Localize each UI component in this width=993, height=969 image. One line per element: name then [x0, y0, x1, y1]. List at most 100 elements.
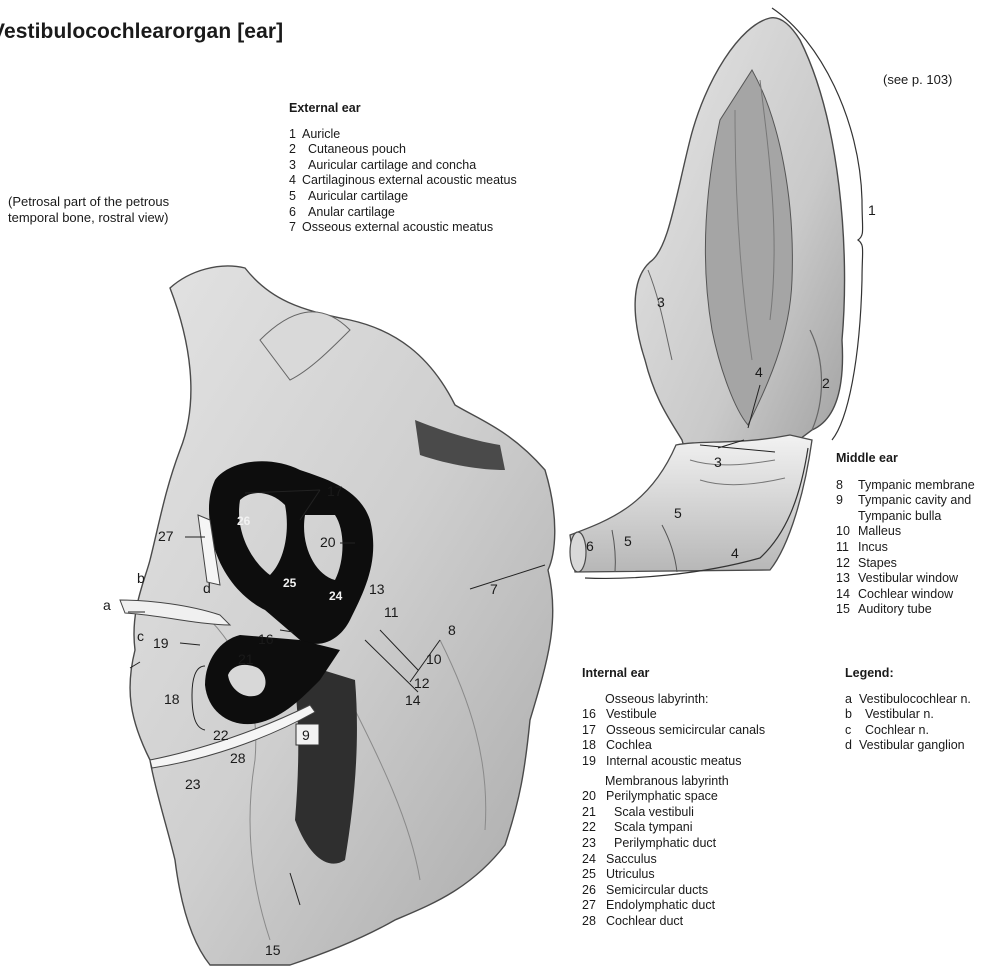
- legend-entry-continuation: Tympanic bulla: [836, 509, 975, 525]
- external-ear-list: 1Auricle2Cutaneous pouch3Auricular carti…: [289, 127, 517, 236]
- figure-label: 12: [414, 675, 430, 691]
- legend-entry-label: Semicircular ducts: [606, 883, 708, 899]
- legend-entry-label: Tympanic membrane: [858, 478, 975, 494]
- legend-entry-label: Tympanic cavity and: [858, 493, 971, 509]
- legend-entry: 22Scala tympani: [582, 820, 765, 836]
- figure-label: 21: [238, 651, 254, 667]
- legend-entry-number: 12: [836, 556, 858, 572]
- legend-entry: 28Cochlear duct: [582, 914, 765, 930]
- legend-entry-label: Cartilaginous external acoustic meatus: [302, 173, 517, 189]
- legend-entry-number: 19: [582, 754, 606, 770]
- legend-entry-label: Auricular cartilage and concha: [302, 158, 476, 174]
- legend-entry-number: 15: [836, 602, 858, 618]
- figure-label: 19: [153, 635, 169, 651]
- figure-label: b: [137, 570, 145, 586]
- figure-label: a: [103, 597, 111, 613]
- figure-label: 9: [302, 727, 310, 743]
- legend-entry-label: Scala tympani: [606, 820, 693, 836]
- legend-entry-label: Cochlear window: [858, 587, 953, 603]
- figure-label: c: [137, 628, 144, 644]
- figure-label: 15: [265, 942, 281, 958]
- legend-entry-number: 1: [289, 127, 302, 143]
- membranous-labyrinth-heading: Membranous labyrinth: [582, 774, 765, 790]
- legend-entry-number: 4: [289, 173, 302, 189]
- legend-entry-label: Sacculus: [606, 852, 657, 868]
- legend-entry-label: Incus: [858, 540, 888, 556]
- figure-label: 28: [230, 750, 246, 766]
- legend-entry-label: Cutaneous pouch: [302, 142, 406, 158]
- middle-ear-heading: Middle ear: [836, 451, 975, 467]
- legend-entry-label: Cochlear n.: [859, 723, 929, 739]
- legend-entry: 12Stapes: [836, 556, 975, 572]
- legend-entry-number: 13: [836, 571, 858, 587]
- legend-entry-number: 24: [582, 852, 606, 868]
- legend-entry: 26Semicircular ducts: [582, 883, 765, 899]
- legend-entry-label: Vestibular n.: [859, 707, 934, 723]
- figure-label: 26: [237, 514, 251, 528]
- legend-entry-number: d: [845, 738, 859, 754]
- legend-entry: 8Tympanic membrane: [836, 478, 975, 494]
- legend-entry-label: Osseous external acoustic meatus: [302, 220, 493, 236]
- legend-entry-number: 2: [289, 142, 302, 158]
- legend-entry-number: 17: [582, 723, 606, 739]
- figure-label: 14: [405, 692, 421, 708]
- nerve-legend-heading: Legend:: [845, 666, 971, 682]
- legend-entry-label: Perilymphatic duct: [606, 836, 716, 852]
- figure-label: 6: [586, 538, 594, 554]
- legend-entry-number: 5: [289, 189, 302, 205]
- legend-entry-label: Tympanic bulla: [858, 509, 941, 525]
- figure-label: 3: [657, 294, 665, 310]
- figure-label: 3: [714, 454, 722, 470]
- figure-label: 23: [185, 776, 201, 792]
- figure-label: 4: [731, 545, 739, 561]
- legend-entry-label: Auricle: [302, 127, 340, 143]
- legend-entry-number: 21: [582, 805, 606, 821]
- legend-entry-label: Anular cartilage: [302, 205, 395, 221]
- legend-entry-label: Scala vestibuli: [606, 805, 694, 821]
- figure-label: 7: [490, 581, 498, 597]
- figure-label: 10: [426, 651, 442, 667]
- legend-entry-label: Internal acoustic meatus: [606, 754, 742, 770]
- legend-entry-number: a: [845, 692, 859, 708]
- legend-entry-number: 6: [289, 205, 302, 221]
- legend-entry-number: 26: [582, 883, 606, 899]
- legend-entry-label: Cochlea: [606, 738, 652, 754]
- legend-entry: 15Auditory tube: [836, 602, 975, 618]
- external-ear-heading: External ear: [289, 101, 517, 117]
- legend-entry-number: 8: [836, 478, 858, 494]
- legend-entry-label: Vestibular ganglion: [859, 738, 965, 754]
- legend-entry-label: Malleus: [858, 524, 901, 540]
- figure-label: 17: [327, 483, 343, 499]
- legend-entry-number: 16: [582, 707, 606, 723]
- internal-ear-heading: Internal ear: [582, 666, 765, 682]
- legend-entry-label: Endolymphatic duct: [606, 898, 715, 914]
- legend-entry-number: 9: [836, 493, 858, 509]
- legend-entry-number: 10: [836, 524, 858, 540]
- petrous-bone-drawing: [120, 266, 555, 965]
- legend-entry-number: b: [845, 707, 859, 723]
- figure-label: 27: [158, 528, 174, 544]
- figure-label: 13: [369, 581, 385, 597]
- figure-label: 2: [822, 375, 830, 391]
- legend-entry-number: 28: [582, 914, 606, 930]
- legend-entry-label: Vestibular window: [858, 571, 958, 587]
- figure-label: 5: [674, 505, 682, 521]
- figure-label: 24: [329, 589, 343, 603]
